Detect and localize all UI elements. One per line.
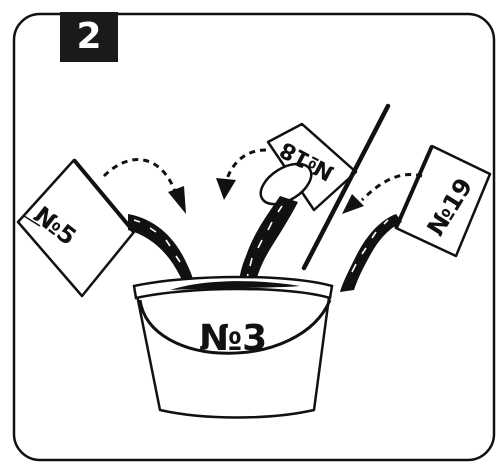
- bucket-label-no3: №3: [178, 318, 288, 359]
- pour-arrow-left: [104, 160, 186, 214]
- pour-arrow-middle: [216, 150, 266, 200]
- step-number-badge: 2: [60, 12, 118, 62]
- pour-stream-right: [340, 214, 402, 292]
